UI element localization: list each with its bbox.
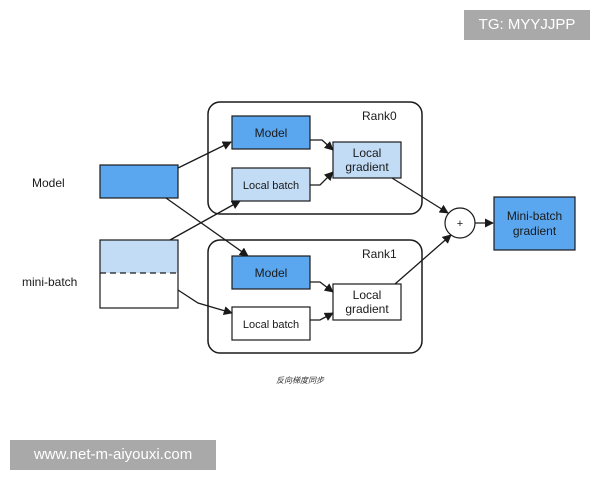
arrow-rank1-batch-to-gradient xyxy=(310,312,334,321)
mini-batch-gradient-line1: Mini-batch xyxy=(507,209,562,223)
rank0-container xyxy=(207,101,423,215)
source-mini-batch-box xyxy=(99,239,179,309)
rank0-gradient-line2: gradient xyxy=(345,160,389,174)
arrow-rank1-gradient-to-sum xyxy=(394,234,452,285)
watermark-top-right: TG: MYYJJPP xyxy=(464,10,590,40)
model-label: Model xyxy=(32,176,65,190)
rank1-model-box xyxy=(231,255,311,290)
rank0-model-label: Model xyxy=(255,126,288,140)
arrow-model-to-rank0 xyxy=(177,141,232,169)
arrow-rank0-model-to-gradient xyxy=(310,139,334,151)
rank1-local-batch-label: Local batch xyxy=(243,319,299,331)
arrow-model-to-rank1 xyxy=(165,197,249,257)
rank1-container xyxy=(207,239,423,354)
rank1-gradient-line2: gradient xyxy=(345,302,389,316)
rank0-gradient-box xyxy=(332,141,402,179)
arrow-batch-to-rank0 xyxy=(169,200,241,241)
arrow-batch-to-rank1 xyxy=(177,289,233,316)
caption: 反向梯度同步 xyxy=(276,376,325,385)
rank0-local-batch-label: Local batch xyxy=(243,180,299,192)
rank0-model-box xyxy=(231,115,311,150)
arrow-rank0-batch-to-gradient xyxy=(310,171,334,186)
rank0-gradient-line1: Local xyxy=(353,146,382,160)
sum-symbol: + xyxy=(457,218,463,230)
rank0-title: Rank0 xyxy=(362,109,397,123)
mini-batch-gradient-line2: gradient xyxy=(513,224,557,238)
mini-batch-gradient-box xyxy=(493,196,576,251)
rank1-gradient-box xyxy=(332,283,402,321)
source-model-box xyxy=(99,164,179,199)
watermark-bottom-left: www.net-m-aiyouxi.com xyxy=(10,440,216,470)
rank1-local-batch-box xyxy=(231,306,311,341)
rank1-title: Rank1 xyxy=(362,247,397,261)
mini-batch-label: mini-batch xyxy=(22,275,77,289)
rank1-model-label: Model xyxy=(255,266,288,280)
arrow-rank1-model-to-gradient xyxy=(310,281,334,293)
arrow-rank0-gradient-to-sum xyxy=(391,177,449,214)
rank1-gradient-line1: Local xyxy=(353,288,382,302)
